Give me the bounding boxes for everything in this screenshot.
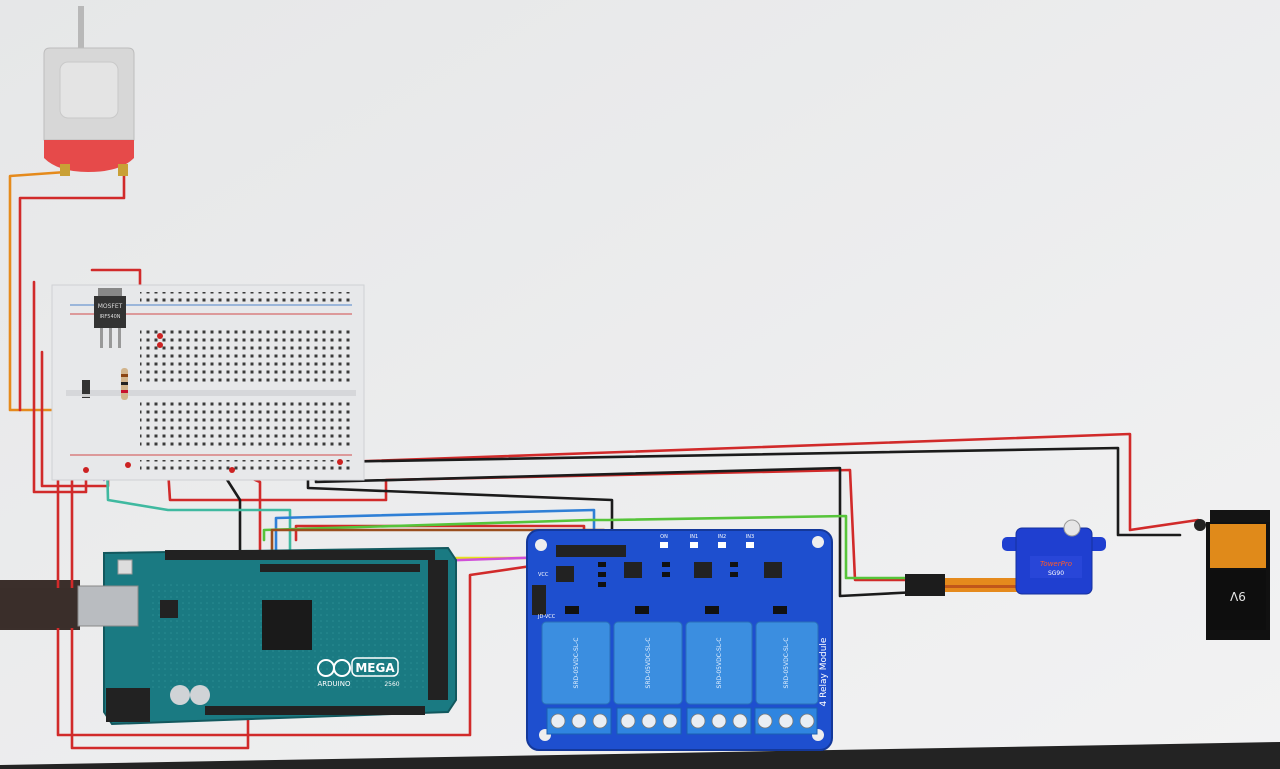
mosfet-leg-3 xyxy=(118,328,121,348)
breadboard-pin-markers xyxy=(83,333,343,473)
relay-3-text: SRD-05VDC-SL-C xyxy=(716,638,723,689)
relay-2-body xyxy=(613,621,683,705)
usb-cable xyxy=(0,588,80,628)
motor-mount-plate xyxy=(59,61,119,119)
relay-4-body xyxy=(755,621,819,705)
mega-label: MEGA xyxy=(355,661,395,675)
capacitor-2 xyxy=(190,685,210,705)
relay-4-text: SRD-05VDC-SL-C xyxy=(783,638,790,689)
header-top-pwm xyxy=(260,564,420,572)
relay-jumper-label: JD-VCC xyxy=(537,614,556,620)
relay-input-header[interactable] xyxy=(556,545,626,557)
indicator-label-1: ON xyxy=(660,534,668,540)
servo-cable-stripe xyxy=(945,585,1020,588)
reset-button[interactable] xyxy=(117,559,133,575)
resistor-band-2 xyxy=(121,382,128,385)
indicator-label-3: IN2 xyxy=(718,534,726,540)
servo-brand: TowerPro xyxy=(1040,560,1072,568)
terminal-holes-bottom xyxy=(140,400,350,450)
diode-band xyxy=(82,394,90,397)
optocouplers xyxy=(556,562,782,582)
relay-1[interactable]: SRD-05VDC-SL-C xyxy=(541,621,611,705)
header-right xyxy=(428,560,448,700)
arduino-mega[interactable]: MEGA ARDUINO 2560 xyxy=(0,546,457,726)
battery-terminal-cap xyxy=(1210,510,1270,524)
resistor-band-3 xyxy=(121,390,128,393)
relay-1-text: SRD-05VDC-SL-C xyxy=(573,638,580,689)
mount-hole-tl xyxy=(535,539,547,551)
battery-label-lower xyxy=(1210,570,1266,630)
relay-3-body xyxy=(685,621,753,705)
servo-model: SG90 xyxy=(1048,570,1064,577)
mosfet-leg-2 xyxy=(109,328,112,348)
motor-shaft xyxy=(78,6,84,50)
relay-module-title: 4 Relay Module xyxy=(819,637,829,706)
capacitor-1 xyxy=(170,685,190,705)
mosfet-label-2: IRF540N xyxy=(99,314,120,320)
motor-terminal-right[interactable] xyxy=(118,164,128,176)
rail-bottom-holes xyxy=(140,460,350,470)
resistor-band-1 xyxy=(121,374,128,377)
wire-red-loop-2[interactable] xyxy=(32,280,88,494)
resistor[interactable] xyxy=(121,368,128,400)
header-bottom xyxy=(205,706,425,715)
wire-motor-red[interactable] xyxy=(18,170,126,412)
motor-terminal-left[interactable] xyxy=(60,164,70,176)
relay-2[interactable]: SRD-05VDC-SL-C xyxy=(613,621,683,705)
relay-power-label: VCC xyxy=(538,572,549,578)
battery-connector[interactable] xyxy=(1194,519,1206,531)
screw-terminals[interactable] xyxy=(546,707,818,735)
relay-2-text: SRD-05VDC-SL-C xyxy=(645,638,652,689)
usb-chip xyxy=(160,600,178,618)
atmega-chip xyxy=(262,600,312,650)
relay-module[interactable]: JD-VCC VCC ON IN1 IN2 IN3 xyxy=(526,529,833,751)
mosfet-body xyxy=(94,296,126,328)
servo-horn[interactable] xyxy=(1063,519,1081,537)
arduino-brand: ARDUINO xyxy=(318,680,351,688)
servo-label-plate xyxy=(1030,556,1082,578)
mosfet[interactable]: MOSFET IRF540N xyxy=(94,288,126,348)
arduino-logo xyxy=(317,659,351,677)
rail-top-holes xyxy=(140,292,350,302)
mega-model: 2560 xyxy=(384,681,399,688)
relay-3[interactable]: SRD-05VDC-SL-C xyxy=(685,621,753,705)
relay-4[interactable]: SRD-05VDC-SL-C xyxy=(755,621,819,705)
wire-red-left-main[interactable] xyxy=(70,346,250,750)
wire-red-battery[interactable] xyxy=(338,432,1200,532)
servo-motor[interactable]: TowerPro SG90 xyxy=(905,519,1106,596)
breadboard-center-channel xyxy=(66,390,356,396)
power-jack xyxy=(106,688,150,722)
battery-voltage: 9V xyxy=(1229,589,1246,603)
diode-body xyxy=(82,380,90,398)
mosfet-tab xyxy=(98,288,122,296)
battery-9v[interactable]: 9V xyxy=(1194,510,1270,640)
usb-port xyxy=(77,585,139,627)
relay-indicators: ON IN1 IN2 IN3 xyxy=(660,534,754,548)
relay-1-body xyxy=(541,621,611,705)
servo-connector[interactable] xyxy=(905,574,945,596)
mount-hole-tr xyxy=(812,536,824,548)
smd-components xyxy=(565,562,787,614)
terminal-holes-top xyxy=(140,328,350,386)
battery-label xyxy=(1210,524,1266,568)
indicator-label-4: IN3 xyxy=(746,534,754,540)
diode[interactable] xyxy=(82,380,90,398)
relay-power-header[interactable] xyxy=(532,585,546,615)
wire-lime[interactable] xyxy=(262,514,914,580)
indicator-label-2: IN1 xyxy=(690,534,698,540)
header-top-digital xyxy=(165,550,435,560)
mega-label-box xyxy=(351,657,399,677)
mosfet-leg-1 xyxy=(100,328,103,348)
dc-motor[interactable] xyxy=(43,6,135,176)
mosfet-label-1: MOSFET xyxy=(98,303,123,310)
